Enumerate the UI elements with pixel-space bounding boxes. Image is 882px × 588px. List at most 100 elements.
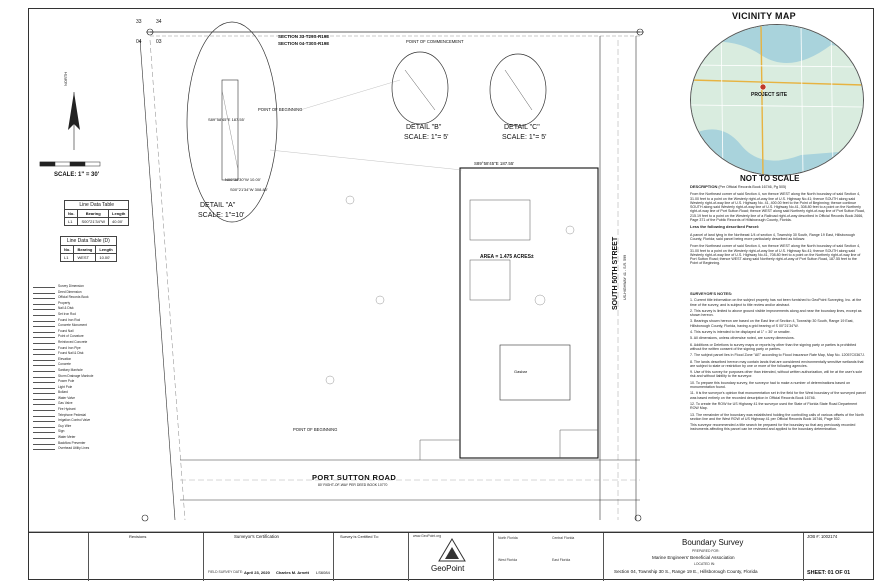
legend-label: Power Pole <box>58 379 75 384</box>
legend-row: Found Nail <box>33 329 118 335</box>
title-block-logs <box>28 533 88 581</box>
surveyor-name: Charles M. Arnett <box>276 570 309 575</box>
project-title: Boundary Survey <box>682 538 744 547</box>
legend-label: Nail & Disk <box>58 306 74 311</box>
legend-symbol <box>33 390 55 395</box>
surveyor-note: 12. To create the ROW for US Highway 41 … <box>690 401 858 411</box>
legend-row: Water Meter <box>33 435 118 441</box>
line-table-b-caption: Line Data Table <box>64 200 130 209</box>
prepared-for-label: PREPARED FOR: <box>692 549 720 553</box>
legend-row: Water Valve <box>33 396 118 402</box>
office-east: East Florida <box>552 558 571 562</box>
table-row: L1 S00°21'34"W 40.00' <box>63 217 130 226</box>
legend-row: Concrete Monument <box>33 323 118 329</box>
surveyor-note: 4. This survey is intended to be display… <box>690 330 791 335</box>
legend-label: Found Iron Rod <box>58 317 81 322</box>
description-block: DESCRIPTION (Per Official Records Book 1… <box>690 184 866 269</box>
legend-symbol <box>33 284 55 288</box>
job-number: JOB #: 1002174 <box>807 534 838 539</box>
legend-label: Telephone Pedestal <box>58 412 86 417</box>
scale-label: SCALE: 1" = 30' <box>54 172 100 178</box>
legend-label: Water Meter <box>58 435 76 440</box>
office-central: Central Florida <box>552 536 575 540</box>
surveyor-note: 8. The lands described hereon may contai… <box>690 359 864 368</box>
section-33-label: SECTION 33-T29S-R19E <box>278 34 330 39</box>
legend-row: Elevation <box>33 357 118 363</box>
legend-row: Bollard <box>33 390 118 396</box>
legend-symbol <box>33 446 55 451</box>
vicinity-map: PROJECT SITE <box>690 24 864 176</box>
field-survey-label: FIELD SURVEY DATE: <box>208 570 244 574</box>
title-block: Revisions Surveyor's Certification FIELD… <box>28 532 874 581</box>
surveyor-note: 2. This survey is limited to above groun… <box>690 308 862 318</box>
offices-cell: North Florida Central Florida West Flori… <box>493 533 603 581</box>
surveyor-note: 7. The subject parcel lies in Flood Zone… <box>690 353 865 358</box>
company-logo-cell: GeoPoint www.GeoPoint.org <box>408 533 493 581</box>
pob-label: POINT OF BEGINNING <box>293 427 338 432</box>
line-data-table-b: Line Data Table No. Bearing Length L1 S0… <box>63 200 130 226</box>
notes-title: SURVEYOR'S NOTES: <box>690 291 733 296</box>
legend-row: Guy Wire <box>33 424 118 430</box>
legend-label: Backflow Preventer <box>58 440 86 445</box>
legend-row: Sanitary Manhole <box>33 368 118 374</box>
legend-row: Sign <box>33 429 118 435</box>
detail-b-scale: SCALE: 1"= 5' <box>404 134 449 141</box>
street-sub-label: US-HIGHWAY 41 - S.R. 599 <box>623 254 627 300</box>
client-name: Marine Engineers' Beneficial Association <box>652 555 735 560</box>
legend-label: Official Records Book <box>58 295 89 300</box>
legend-row: Telephone Pedestal <box>33 413 118 419</box>
project-cell: Boundary Survey PREPARED FOR: Marine Eng… <box>603 533 803 581</box>
office-north: North Florida <box>498 536 518 540</box>
located-label: LOCATED IN: <box>694 562 716 566</box>
revisions-cell: Revisions <box>88 533 203 581</box>
legend-label: Irrigation Control Valve <box>58 418 91 423</box>
legend-row: Irrigation Control Valve <box>33 418 118 424</box>
legend-symbol <box>33 413 55 417</box>
legend-row: Light Pole <box>33 385 118 391</box>
surveyor-note: This surveyor recommended a title search… <box>690 423 856 432</box>
company-website: www.GeoPoint.org <box>413 534 442 538</box>
legend-label: Survey Dimension <box>58 284 84 288</box>
legend-row: Concrete <box>33 362 118 368</box>
detail-c-scale: SCALE: 1"= 5' <box>502 134 547 141</box>
legend-symbol <box>33 318 55 322</box>
table-header: Length <box>108 209 130 218</box>
building-label: Gasbar <box>514 369 528 374</box>
office-west: West Florida <box>498 558 517 562</box>
legend-symbol <box>33 385 55 389</box>
table-header: Bearing <box>73 245 97 254</box>
legend-symbol <box>33 290 55 294</box>
surveyor-cert-cell: Surveyor's Certification FIELD SURVEY DA… <box>203 533 333 581</box>
legend-symbol <box>33 351 55 356</box>
legend-label: Fire Hydrant <box>58 407 76 412</box>
certified-to-title: Survey is Certified To: <box>340 534 379 539</box>
poc-label: POINT OF COMMENCEMENT <box>406 39 464 44</box>
legend-label: Gas Valve <box>58 401 73 406</box>
not-to-scale-label: NOT TO SCALE <box>740 174 800 183</box>
detail-b-title: DETAIL "B" <box>406 124 442 131</box>
legend-symbol <box>33 441 55 445</box>
legend-row: Deed Dimension <box>33 290 118 296</box>
legend-row: Overhead Utility Lines <box>33 446 118 452</box>
description-paragraph: From the Northeast corner of said Sectio… <box>690 192 865 223</box>
sheet-border <box>28 8 874 580</box>
legend-row: Backflow Preventer <box>33 441 118 447</box>
street-label: SOUTH 50TH STREET <box>612 236 619 310</box>
table-row: L1 WEST 10.00' <box>59 253 117 262</box>
legend-symbol <box>33 396 55 400</box>
north-label: NORTH <box>63 71 68 86</box>
detail-a-scale: SCALE: 1"=10' <box>198 212 245 219</box>
legend-symbol <box>33 346 55 350</box>
corner-03-label: 03 <box>156 39 162 45</box>
legend-row: Official Records Book <box>33 295 118 301</box>
surveyor-note: 11. It is the surveyor's opinion that mo… <box>690 391 866 400</box>
description-paragraph: From the Northeast corner of said Sectio… <box>690 244 861 266</box>
detail-a-title: DETAIL "A" <box>200 202 236 209</box>
detail-bearing-label: S89°58'45"E 187.55' <box>208 117 245 122</box>
legend-symbol <box>33 379 55 384</box>
legend-label: Point of Curvature <box>58 334 84 339</box>
legend-label: Set Iron Rod <box>58 311 76 316</box>
legend-label: Concrete <box>58 362 71 367</box>
legend-label: Overhead Utility Lines <box>58 446 90 451</box>
